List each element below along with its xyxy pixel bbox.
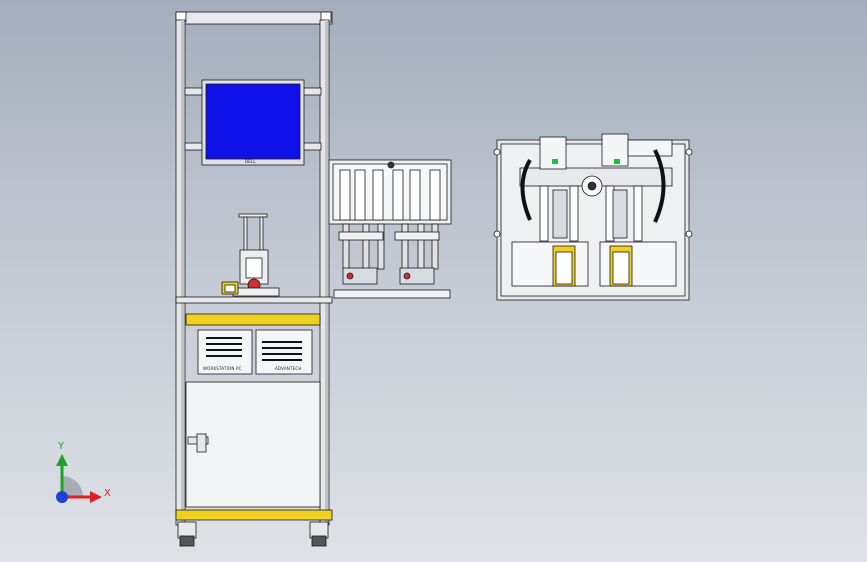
dual-press-station[interactable]: [493, 133, 693, 301]
left-panel-caption: WORKSTATION PC: [203, 366, 242, 371]
cabinet-handle[interactable]: [187, 433, 209, 453]
axis-y-label: Y: [58, 441, 65, 452]
axis-x-label: X: [104, 488, 111, 499]
test-fixture: [221, 213, 280, 297]
pc-unit-right: [255, 329, 313, 375]
caster-wheel-left: [177, 521, 197, 547]
test-rack-assembly[interactable]: [175, 11, 333, 547]
caster-wheel-right: [309, 521, 329, 547]
right-panel-caption: ADVANTECH: [275, 366, 302, 371]
part-nest-right: [609, 245, 633, 287]
part-nest-left: [552, 245, 576, 287]
monitor-brand: DELL: [245, 159, 256, 164]
monitor: [201, 79, 305, 166]
axis-triad[interactable]: [56, 454, 102, 503]
cylinder-module[interactable]: [328, 159, 452, 299]
